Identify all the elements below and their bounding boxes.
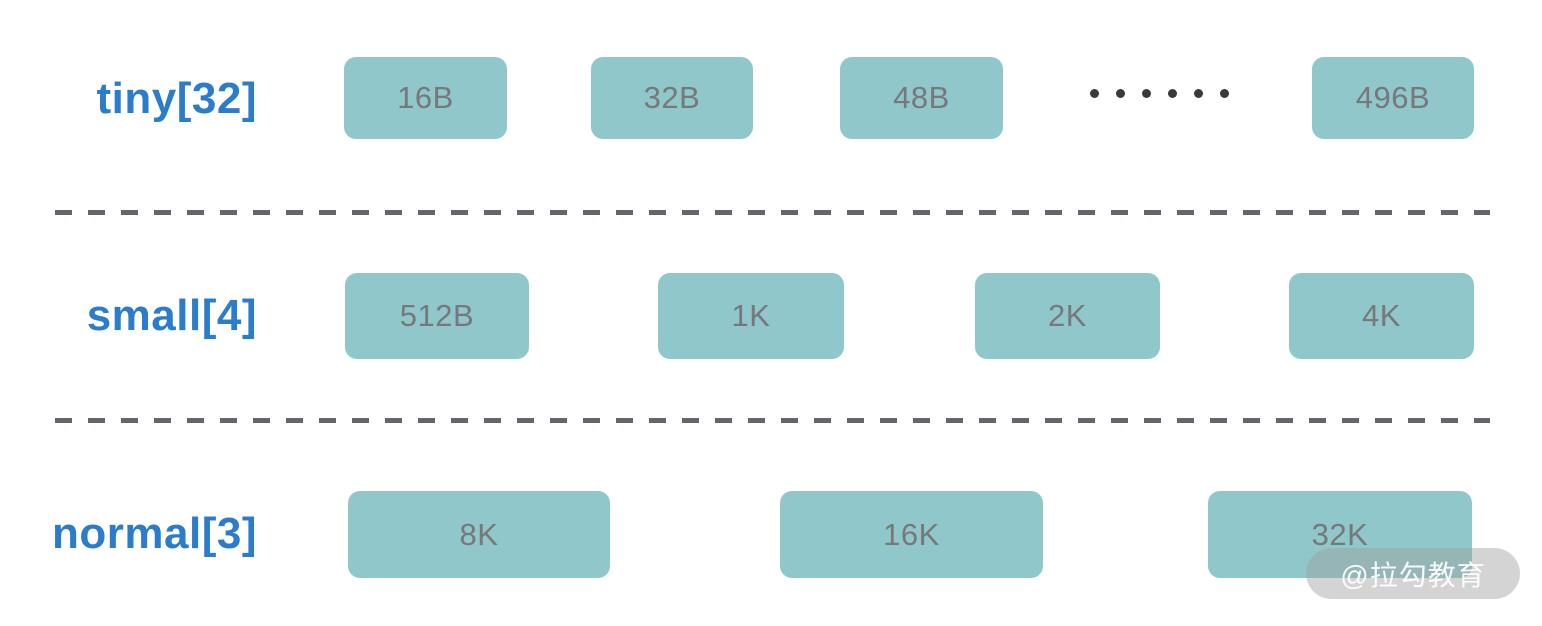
size-class-box-4k: 4K — [1289, 273, 1474, 359]
size-class-box-1k: 1K — [658, 273, 844, 359]
dashed-divider — [55, 210, 1490, 215]
dot-icon — [1116, 89, 1125, 98]
size-class-box-32k: 32K — [1208, 491, 1472, 578]
size-class-box-496b: 496B — [1312, 57, 1474, 139]
dot-icon — [1142, 89, 1151, 98]
size-class-box-8k: 8K — [348, 491, 610, 578]
row-label-normal: normal[3] — [52, 509, 257, 558]
dot-icon — [1194, 89, 1203, 98]
dot-icon — [1168, 89, 1177, 98]
row-label-small: small[4] — [86, 291, 257, 340]
size-class-box-32b: 32B — [591, 57, 753, 139]
size-class-box-2k: 2K — [975, 273, 1160, 359]
row-label-tiny: tiny[32] — [96, 74, 257, 123]
ellipsis-dots — [1090, 89, 1229, 98]
watermark-text: @拉勾教育 — [1340, 559, 1486, 591]
dot-icon — [1090, 89, 1099, 98]
size-class-box-512b: 512B — [345, 273, 529, 359]
watermark-badge: @拉勾教育 — [1306, 548, 1520, 599]
size-class-box-16b: 16B — [344, 57, 507, 139]
size-class-box-48b: 48B — [840, 57, 1003, 139]
dot-icon — [1220, 89, 1229, 98]
size-class-box-16k: 16K — [780, 491, 1043, 578]
dashed-divider — [55, 418, 1490, 423]
